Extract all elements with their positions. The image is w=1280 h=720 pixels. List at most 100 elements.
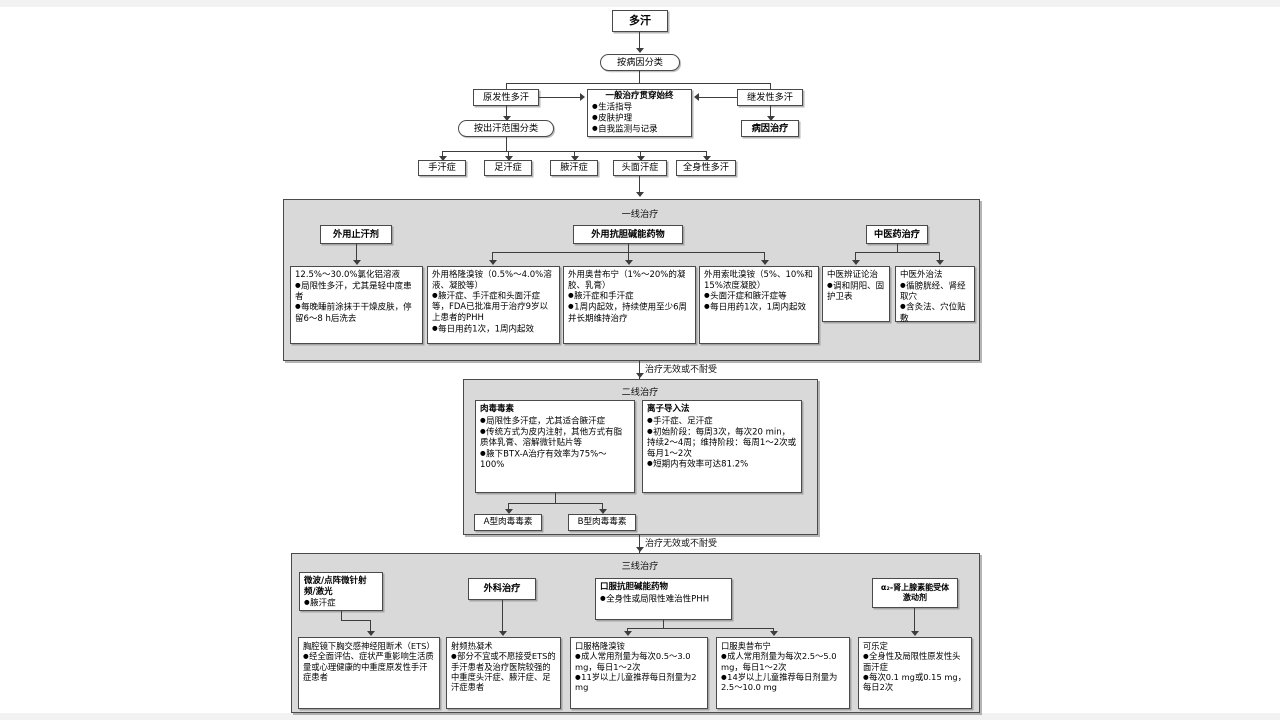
- node-topical-antiperspirant[interactable]: 外用止汗剂: [320, 225, 392, 244]
- edge-cause-to-secondary: [770, 83, 772, 90]
- node-topical-oxybutynin[interactable]: 外用奥昔布宁（1%～20%的凝胶、乳膏） 腋汗症和手汗症 1周内起效，持续使用至…: [563, 266, 696, 344]
- third-line-title-label: 三线治疗: [621, 561, 659, 572]
- arrow-surgical: [498, 631, 507, 636]
- box-head: 外用奥昔布宁（1%～20%的凝胶、乳膏）: [568, 270, 686, 291]
- edge-cause-stem: [639, 71, 641, 83]
- node-area-generalized[interactable]: 全身性多汗: [676, 160, 736, 176]
- edge-area-to-firstline: [639, 176, 641, 193]
- node-topical-glycopyrronium[interactable]: 外用格隆溴铵（0.5%～4.0%溶液、凝胶等） 腋汗症、手汗症和头面汗症等，FD…: [427, 266, 560, 344]
- edge-g2-b1: [492, 252, 494, 261]
- node-classify-by-area[interactable]: 按出汗范围分类: [458, 120, 554, 137]
- group-head: 口服抗胆碱能药物: [600, 582, 669, 592]
- box-item: 腋下BTX-A治疗有效率为75%～100%: [480, 449, 630, 471]
- edge-micro-bus: [341, 620, 371, 622]
- second-line-title-label: 二线治疗: [621, 387, 659, 398]
- arrow-area-2: [504, 156, 513, 161]
- arrow-oral-b1: [623, 631, 632, 636]
- node-secondary-hyperhidrosis[interactable]: 继发性多汗: [737, 89, 803, 106]
- node-tcm-external-therapy[interactable]: 中医外治法 循膀胱经、肾经取穴 含灸法、穴位贴敷: [895, 266, 975, 324]
- node-clonidine[interactable]: 可乐定 全身性及局限性原发性头面汗症 每次0.1 mg或0.15 mg，每日2次: [858, 637, 972, 709]
- edge-btx-stem: [555, 493, 557, 503]
- node-oral-glycopyrronium[interactable]: 口服格隆溴铵 成人常用剂量为每次0.5～3.0 mg，每日1～2次 11岁以上儿…: [570, 637, 708, 709]
- arrow-btx-b: [598, 509, 607, 514]
- node-microwave-rf-laser[interactable]: 微波/点阵微针射频/激光 腋汗症: [299, 572, 383, 611]
- node-btx-type-b[interactable]: B型肉毒毒素: [568, 514, 636, 531]
- node-ets[interactable]: 胸腔镜下胸交感神经阻断术（ETS） 经全面评估、症状严重影响生活质量或心理健康的…: [298, 637, 440, 709]
- secondary-label: 继发性多汗: [747, 91, 793, 103]
- node-general-treatment[interactable]: 一般治疗贯穿始终 生活指导 皮肤护理 自我监测与记录: [587, 89, 692, 137]
- general-treatment-item: 皮肤护理: [592, 113, 687, 124]
- box-item: 局限性多汗，尤其是轻中度患者: [295, 281, 418, 303]
- node-topical-sofpironium[interactable]: 外用索吡溴铵（5%、10%和15%浓度凝胶） 头面汗症和腋汗症等 每日用药1次，…: [699, 266, 819, 344]
- box-head: 口服奥昔布宁: [721, 641, 771, 651]
- group-head: 微波/点阵微针射频/激光: [304, 576, 367, 597]
- node-oral-oxybutynin[interactable]: 口服奥昔布宁 成人常用剂量为每次2.5～5.0 mg，每日1～2次 14岁以上儿…: [716, 637, 850, 709]
- box-head: 射频热凝术: [451, 641, 493, 651]
- edge-primary-to-area: [506, 106, 508, 117]
- node-cause-treatment[interactable]: 病因治疗: [741, 120, 799, 137]
- edge-primary-to-general: [539, 97, 581, 99]
- primary-label: 原发性多汗: [483, 91, 529, 103]
- node-primary-hyperhidrosis[interactable]: 原发性多汗: [473, 89, 539, 106]
- group-label: 外用止汗剂: [333, 228, 379, 240]
- arrow-area-1: [438, 156, 447, 161]
- node-botulinum-toxin[interactable]: 肉毒毒素 局限性多汗症，尤其适合腋汗症 传统方式为皮内注射，其他方式有脂质体乳膏…: [475, 400, 635, 493]
- fail-label-2: 治疗无效或不耐受: [645, 539, 718, 549]
- edge-g3-b2: [939, 252, 941, 261]
- edge-oral-bus: [627, 628, 773, 630]
- arrow-g2-b2: [624, 260, 633, 265]
- edge-cause-bus: [506, 83, 771, 85]
- first-line-title-label: 一线治疗: [621, 209, 659, 220]
- edge-cause-to-primary: [506, 83, 508, 90]
- group-item: 腋汗症: [304, 598, 378, 609]
- general-treatment-title: 一般治疗贯穿始终: [605, 90, 674, 101]
- node-tcm-syndrome-differentiation[interactable]: 中医辨证论治 调和阴阳、固护卫表: [822, 266, 890, 322]
- box-head: 中医外治法: [900, 270, 943, 280]
- edge-area-4: [640, 151, 642, 157]
- edge-area-1: [442, 151, 444, 157]
- group-label: 中医药治疗: [874, 228, 920, 240]
- box-head: 可乐定: [863, 641, 888, 651]
- node-surgical-treatment[interactable]: 外科治疗: [468, 578, 536, 600]
- edge-firstline-to-secondline: [639, 361, 641, 379]
- general-treatment-item: 自我监测与记录: [592, 124, 687, 135]
- node-alpha2-agonist[interactable]: α₂-肾上腺素能受体激动剂: [872, 578, 958, 608]
- box-item: 每日用药1次，1周内起效: [704, 302, 814, 313]
- bottom-gutter: [0, 713, 1280, 720]
- node-root-hyperhidrosis[interactable]: 多汗: [612, 10, 668, 32]
- node-tcm-treatment[interactable]: 中医药治疗: [866, 225, 928, 244]
- node-root-label: 多汗: [629, 14, 651, 28]
- subnode-label: A型肉毒毒素: [483, 517, 533, 528]
- arrow-primary-to-area: [502, 116, 511, 121]
- node-aluminium-chloride[interactable]: 12.5%～30.0%氯化铝溶液 局限性多汗，尤其是轻中度患者 每晚睡前涂抹于干…: [290, 266, 423, 344]
- node-classify-by-cause[interactable]: 按病因分类: [600, 54, 680, 71]
- node-topical-anticholinergic[interactable]: 外用抗胆碱能药物: [573, 225, 683, 244]
- node-iontophoresis[interactable]: 离子导入法 手汗症、足汗症 初始阶段：每周3次，每次20 min，持续2～4周；…: [642, 400, 802, 493]
- node-btx-type-a[interactable]: A型肉毒毒素: [474, 514, 542, 531]
- arrow-oral-b2: [769, 631, 778, 636]
- box-item: 每次0.1 mg或0.15 mg，每日2次: [863, 672, 967, 693]
- box-head: 离子导入法: [647, 404, 690, 414]
- edge-label-fail-1: 治疗无效或不耐受: [645, 362, 717, 375]
- node-oral-anticholinergic[interactable]: 口服抗胆碱能药物 全身性或局限性难治性PHH: [595, 578, 732, 620]
- node-area-hand[interactable]: 手汗症: [418, 160, 466, 176]
- general-treatment-item: 生活指导: [592, 102, 687, 113]
- fail-label-1: 治疗无效或不耐受: [645, 365, 718, 375]
- edge-g3-bus: [855, 252, 939, 254]
- node-area-axilla[interactable]: 腋汗症: [550, 160, 598, 176]
- node-radiofrequency-thermocoagulation[interactable]: 射频热凝术 部分不宜或不愿接受ETS的手汗患者及治疗医院较强的中重度头汗症、腋汗…: [446, 637, 561, 709]
- edge-secondary-to-general: [699, 97, 737, 99]
- edge-area-stem: [506, 137, 508, 151]
- node-area-craniofacial[interactable]: 头面汗症: [613, 160, 667, 176]
- edge-surgical-stem: [502, 600, 504, 633]
- edge-micro-stem: [341, 611, 343, 620]
- node-area-foot[interactable]: 足汗症: [484, 160, 532, 176]
- edge-oral-stem: [663, 620, 665, 628]
- box-head: 12.5%～30.0%氯化铝溶液: [295, 270, 401, 280]
- box-item: 调和阴阳、固护卫表: [827, 281, 885, 303]
- panel-second-line-title: 二线治疗: [600, 384, 680, 398]
- area-label: 足汗症: [494, 162, 522, 174]
- box-item: 每晚睡前涂抹于干燥皮肤，停留6～8 h后洗去: [295, 302, 418, 324]
- box-head: 外用格隆溴铵（0.5%～4.0%溶液、凝胶等）: [432, 270, 552, 291]
